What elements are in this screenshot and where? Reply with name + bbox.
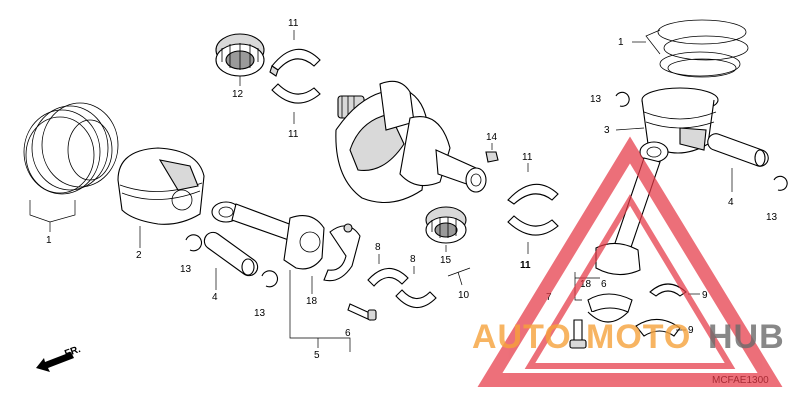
callout-8-a: 8: [375, 242, 381, 253]
clip-left-b[interactable]: [261, 270, 279, 288]
callout-3: 3: [604, 125, 610, 136]
needle-bearing-12[interactable]: [215, 33, 265, 77]
piston-rings-left[interactable]: [23, 102, 119, 195]
bearing-shell-9-b[interactable]: [635, 318, 681, 337]
piston-right[interactable]: [641, 87, 719, 154]
callout-13-b: 13: [254, 308, 266, 319]
bolt-6[interactable]: [347, 303, 377, 321]
callout-11-right: 11: [522, 152, 533, 163]
callout-2: 2: [136, 250, 142, 261]
callout-13-far: 13: [766, 212, 778, 223]
callout-18-right: 18: [580, 279, 592, 290]
watermark-moto: MOTO: [586, 318, 691, 356]
bearing-shell-8-a[interactable]: [367, 267, 409, 287]
rod-cap-right[interactable]: [587, 293, 633, 323]
callout-4-left: 4: [212, 292, 218, 303]
callout-6-right-tag: 6: [601, 279, 607, 290]
bearing-shell-11-right-b[interactable]: [507, 215, 559, 236]
callout-1-right: 1: [618, 37, 624, 48]
bearing-shell-11-mid[interactable]: [271, 83, 321, 104]
watermark-auto: AUTO: [472, 318, 572, 356]
bolt-right[interactable]: [569, 319, 587, 349]
watermark-logo: [477, 136, 783, 387]
callout-11-right-b: 11: [520, 260, 531, 271]
clip-right[interactable]: [615, 91, 630, 107]
watermark-hub: HUB: [708, 318, 785, 356]
bearing-shell-11-right-a[interactable]: [507, 183, 559, 205]
callout-1-left: 1: [46, 235, 52, 246]
watermark-text: AUTO MOTO HUB: [472, 318, 785, 356]
rod-cap-left[interactable]: [323, 223, 361, 282]
callout-13-a: 13: [180, 264, 192, 275]
callout-13-right: 13: [590, 94, 602, 105]
piston-pin-left[interactable]: [203, 231, 259, 277]
front-direction-arrow: [36, 352, 74, 372]
callout-9-a: 9: [702, 290, 708, 301]
callout-7: 7: [546, 292, 552, 303]
bearing-shell-8-b[interactable]: [395, 289, 437, 309]
callout-6: 6: [345, 328, 351, 339]
piston-left[interactable]: [117, 147, 205, 225]
callout-8-b: 8: [410, 254, 416, 265]
callout-4-right: 4: [728, 197, 734, 208]
callout-5: 5: [314, 350, 320, 361]
bearing-shell-9-a[interactable]: [649, 283, 687, 297]
clip-left-a[interactable]: [185, 234, 203, 252]
bearing-shell-11-top[interactable]: [269, 48, 321, 77]
crankshaft[interactable]: [335, 80, 487, 203]
needle-bearing-15[interactable]: [425, 206, 467, 244]
key-14[interactable]: [485, 151, 499, 163]
connecting-rod-left[interactable]: [211, 201, 325, 270]
callout-10: 10: [458, 290, 470, 301]
callout-11-mid: 11: [288, 129, 299, 140]
callout-9-b: 9: [688, 325, 694, 336]
front-label: FR.: [63, 344, 82, 360]
callout-14: 14: [486, 132, 498, 143]
clip-far-right[interactable]: [773, 175, 788, 191]
callout-18-left: 18: [306, 296, 318, 307]
callout-12: 12: [232, 89, 244, 100]
callout-15: 15: [440, 255, 452, 266]
piston-rings-right[interactable]: [657, 19, 749, 78]
callout-11-top: 11: [288, 18, 299, 29]
piston-pin-right[interactable]: [707, 133, 769, 167]
